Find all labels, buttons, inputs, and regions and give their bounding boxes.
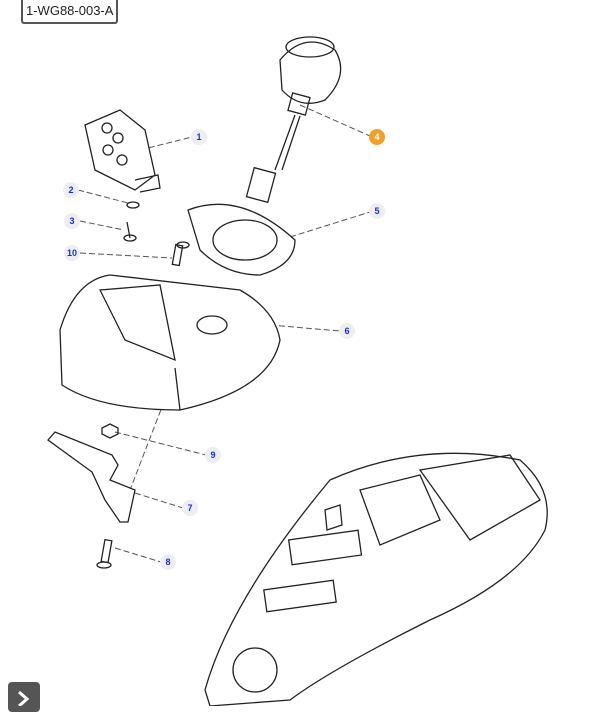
callout-7[interactable]: 7 <box>182 500 198 516</box>
leader-lines <box>77 104 371 563</box>
part-4-joystick-knob <box>245 36 342 204</box>
part-1-switch-module <box>84 109 161 193</box>
part-2-washer <box>126 201 140 209</box>
callout-4-highlighted[interactable]: 4 <box>369 129 385 145</box>
callout-1[interactable]: 1 <box>191 129 207 145</box>
chevron-right-icon <box>18 690 30 706</box>
console-panel-assembly <box>204 452 548 706</box>
part-6-housing <box>59 274 281 411</box>
callout-2[interactable]: 2 <box>63 182 79 198</box>
callout-9[interactable]: 9 <box>205 447 221 463</box>
callout-10[interactable]: 10 <box>64 245 80 261</box>
callout-3[interactable]: 3 <box>64 213 80 229</box>
callout-5[interactable]: 5 <box>369 203 385 219</box>
part-8-bolt <box>96 538 113 569</box>
diagram-reference-code: 1-WG88-003-A <box>21 0 119 24</box>
part-5-bezel-plate <box>187 203 296 276</box>
part-7-bracket <box>47 431 136 523</box>
callout-6[interactable]: 6 <box>339 323 355 339</box>
callout-8[interactable]: 8 <box>160 554 176 570</box>
part-3-screw <box>123 221 137 242</box>
part-10-screw <box>171 241 190 267</box>
part-9-nut <box>101 423 119 439</box>
next-button[interactable] <box>8 682 40 712</box>
